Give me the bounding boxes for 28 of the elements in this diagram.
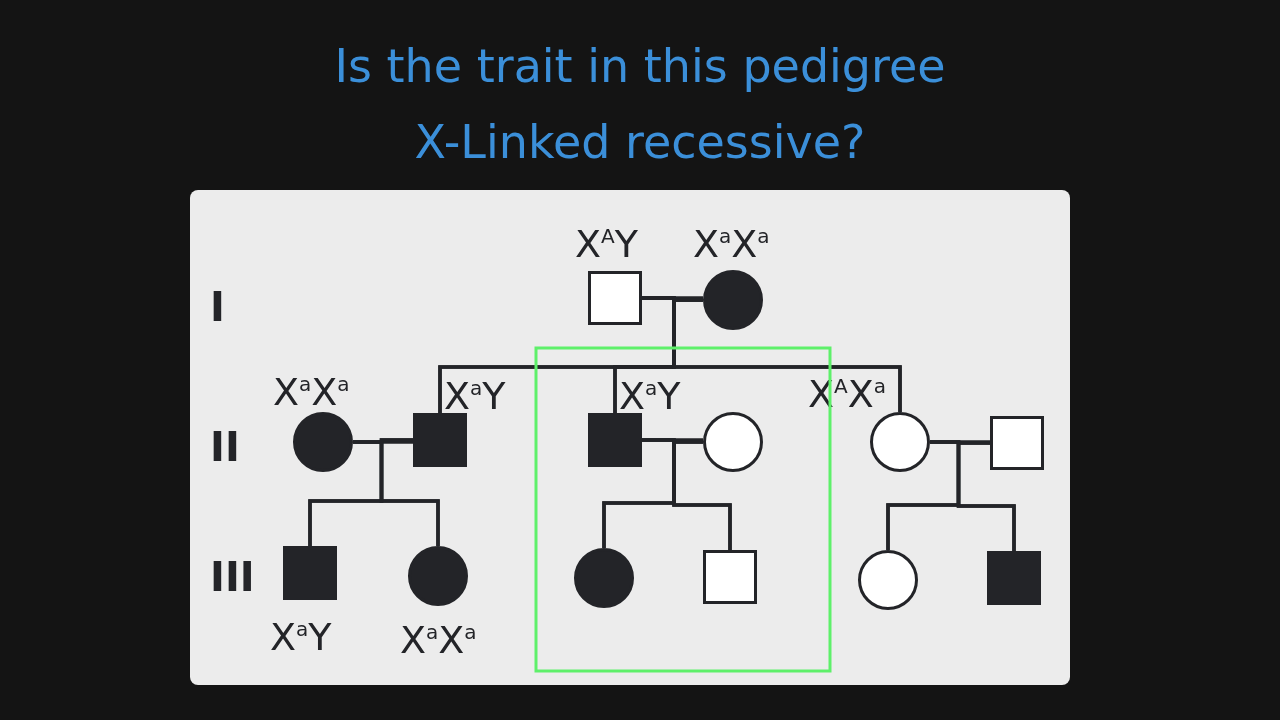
- female-circle: [870, 412, 930, 472]
- genotype-label: X$^{a}$Y: [444, 372, 506, 416]
- female-circle-affected: [293, 412, 353, 472]
- title: Is the trait in this pedigree X-Linked recessive?: [333, 38, 947, 171]
- genotype-label: X$^{a}$X$^{a}$: [693, 220, 770, 264]
- male-square-affected: [413, 413, 467, 467]
- male-square-affected: [283, 546, 337, 600]
- male-square-affected: [588, 413, 642, 467]
- descent-line: [956, 441, 1016, 551]
- male-square-affected: [987, 551, 1041, 605]
- male-square: [588, 271, 642, 325]
- male-square: [990, 416, 1044, 470]
- generation-label: III: [210, 554, 255, 600]
- female-circle: [858, 550, 918, 610]
- female-circle-affected: [703, 270, 763, 330]
- female-circle-affected: [574, 548, 634, 608]
- genotype-label: X$^{A}$Y: [575, 220, 638, 264]
- descent-line: [379, 438, 440, 546]
- generation-label: I: [210, 284, 225, 330]
- female-circle: [703, 412, 763, 472]
- genotype-label: X$^{a}$Y: [270, 613, 332, 657]
- female-circle-affected: [408, 546, 468, 606]
- male-square: [703, 550, 757, 604]
- genotype-label: X$^{a}$X$^{a}$: [273, 368, 350, 412]
- generation-label: II: [210, 424, 240, 470]
- genotype-label: X$^{a}$X$^{a}$: [400, 616, 477, 660]
- descent-line: [672, 440, 732, 550]
- genotype-label: X$^{a}$Y: [619, 372, 681, 416]
